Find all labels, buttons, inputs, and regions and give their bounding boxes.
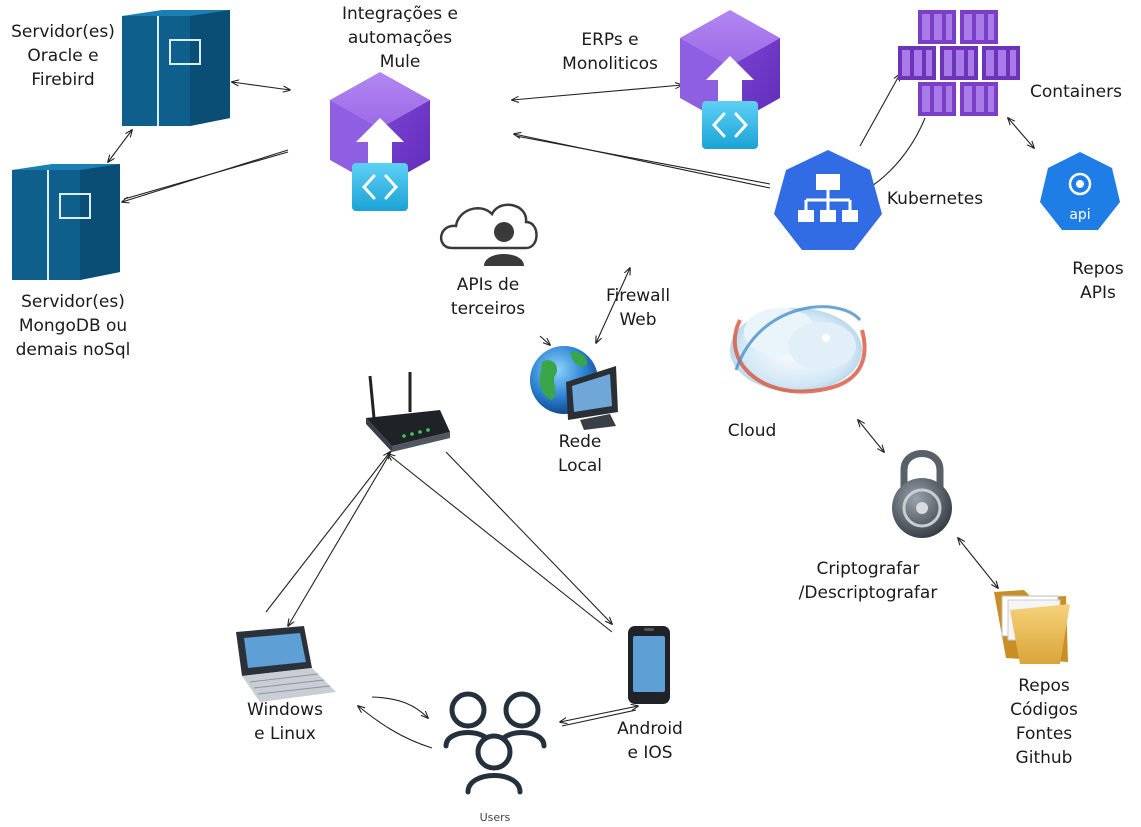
arrow-users-android [560, 706, 638, 722]
local-network-label: Rede Local [557, 432, 603, 476]
mongo-server-icon [12, 164, 120, 280]
api-badge-text: api [1069, 207, 1090, 223]
arrow-users-android-b [561, 709, 637, 727]
mule-integration-icon [330, 72, 430, 211]
erp-monolith-icon [680, 10, 780, 149]
arrow-firewall-rede [596, 268, 630, 343]
users-icon [443, 691, 547, 795]
arrow-containers-api [1008, 118, 1034, 148]
local-network-icon [530, 346, 618, 430]
arrow-oracle-mule [232, 82, 290, 90]
arrow-kubernetes-mule [514, 134, 771, 189]
cloud-label: Cloud [727, 421, 777, 441]
arrow-cripto-repos [958, 538, 998, 588]
arrow-mule-erps [512, 85, 682, 100]
firewall-label: Firewall Web [605, 286, 671, 330]
arrow-users-windows-b [358, 706, 433, 749]
arrow-cloud-cripto [858, 420, 884, 452]
containers-icon [898, 10, 1020, 116]
users-label: Users [479, 811, 511, 824]
arrow-kubernetes-mule-b [515, 135, 771, 185]
smartphone-icon [628, 626, 670, 704]
arrow-kubernetes-containers [859, 74, 900, 147]
windows-linux-label: Windows e Linux [247, 700, 323, 744]
laptop-icon [236, 626, 336, 702]
mule-label: Integrações e automações Mule [341, 4, 459, 72]
source-repos-label: Repos Códigos Fontes Github [1010, 676, 1078, 768]
source-repo-folder-icon [994, 590, 1070, 664]
api-repo-icon: api [1040, 152, 1120, 230]
arrow-oracle-mongo [108, 130, 132, 162]
arrow-containers-kubernetes [866, 117, 926, 190]
oracle-server-label: Servidor(es) Oracle e Firebird [11, 22, 115, 90]
arrow-users-windows [371, 696, 428, 718]
connectors [108, 74, 1034, 749]
router-icon [366, 372, 450, 452]
containers-label: Containers [1030, 82, 1122, 102]
cloud-icon [730, 305, 867, 394]
encryption-lock-icon [892, 450, 952, 538]
android-ios-label: Android e IOS [617, 719, 683, 763]
third-party-api-label: APIs de terceiros [450, 275, 526, 319]
arrow-mongo-mule-b [123, 151, 289, 200]
arrow-router-android [388, 454, 613, 633]
erps-label: ERPs e Monoliticos [562, 30, 658, 74]
kubernetes-label: Kubernetes [886, 189, 984, 209]
encryption-label: Criptografar /Descriptografar [798, 559, 938, 603]
arrow-apis-rede [539, 335, 550, 345]
kubernetes-icon [774, 150, 882, 250]
arrow-router-android-b [445, 451, 612, 624]
repos-apis-label: Repos APIs [1072, 259, 1124, 303]
third-party-api-icon [440, 203, 538, 266]
mongo-server-label: Servidor(es) MongoDB ou demais noSql [15, 292, 131, 360]
arrow-router-windows [265, 452, 390, 613]
oracle-server-icon [122, 10, 230, 126]
arrow-router-windows-b [288, 449, 393, 626]
